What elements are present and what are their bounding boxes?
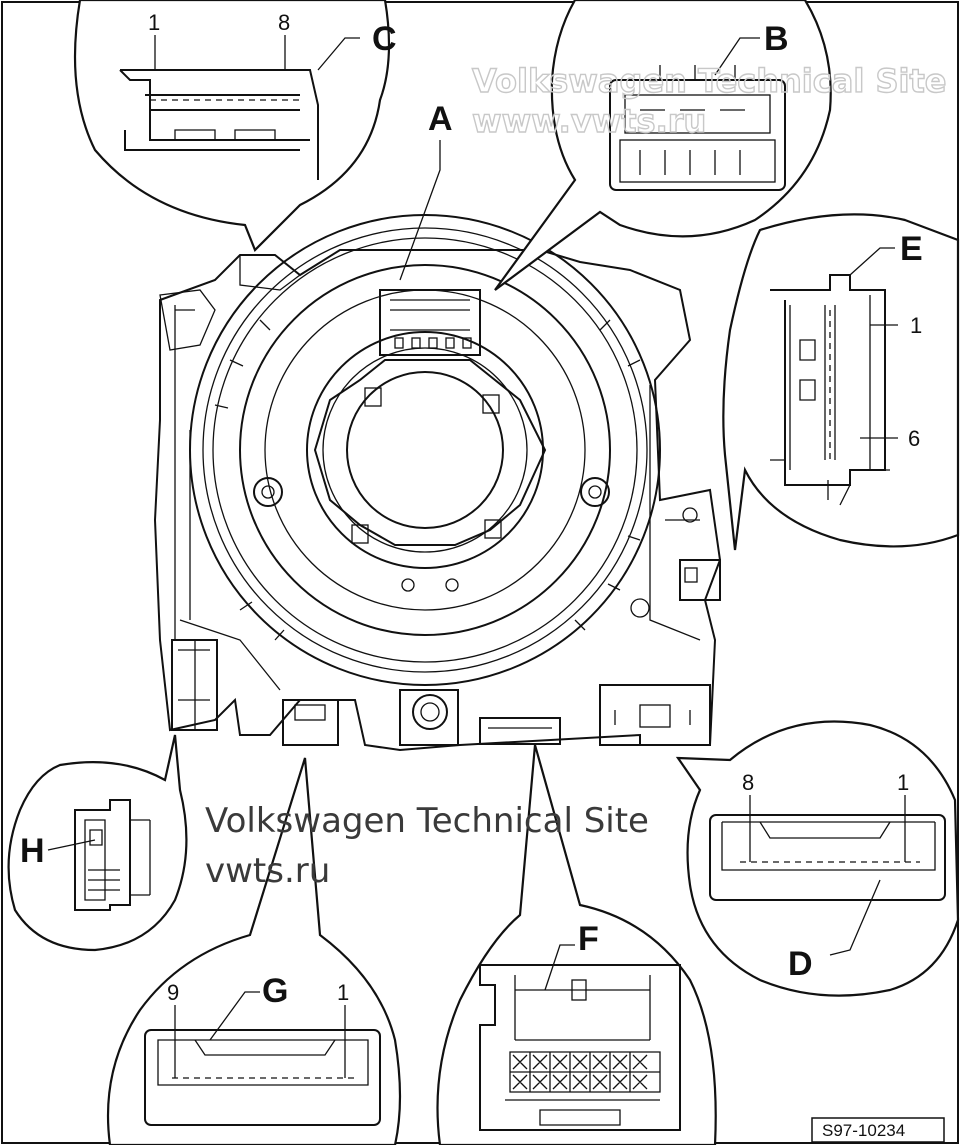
detail-d-pin-last: 1 (897, 770, 909, 795)
detail-c-pin-first: 1 (148, 10, 160, 35)
callout-label-h: H (20, 832, 45, 870)
detail-d: 8 1 D (675, 720, 960, 997)
watermark-ghost-line1: Volkswagen Technical Site (472, 62, 946, 100)
figure-reference-text: S97-10234 (822, 1121, 905, 1140)
detail-g-pin-first: 9 (167, 980, 179, 1005)
connector-a-pins (394, 337, 472, 349)
detail-b: B (494, 0, 832, 291)
watermark-ghost-line2: www.vwts.ru (472, 102, 706, 140)
detail-e-pin-first: 1 (910, 313, 922, 338)
detail-f-pin-grid (509, 1051, 661, 1093)
detail-g-pin-last: 1 (337, 980, 349, 1005)
callout-label-f: F (578, 920, 599, 958)
figure-reference: S97-10234 (811, 1117, 945, 1143)
detail-h: H (7, 734, 188, 952)
callout-label-g: G (262, 972, 288, 1010)
callout-label-a: A (428, 100, 453, 138)
detail-c: 1 8 C (73, 0, 397, 252)
detail-e: E 1 6 (722, 213, 960, 551)
callout-a: A (399, 100, 453, 281)
clock-spring-assembly (153, 214, 722, 752)
callout-label-b: B (764, 20, 789, 58)
detail-f: F (436, 744, 717, 1145)
callout-label-c: C (372, 20, 397, 58)
detail-d-pin-first: 8 (742, 770, 754, 795)
detail-e-pin-last: 6 (908, 426, 920, 451)
detail-c-pin-last: 8 (278, 10, 290, 35)
callout-label-d: D (788, 945, 813, 983)
callout-label-e: E (900, 230, 923, 268)
watermark-line2: vwts.ru (205, 851, 330, 891)
watermark-line1: Volkswagen Technical Site (205, 801, 649, 841)
